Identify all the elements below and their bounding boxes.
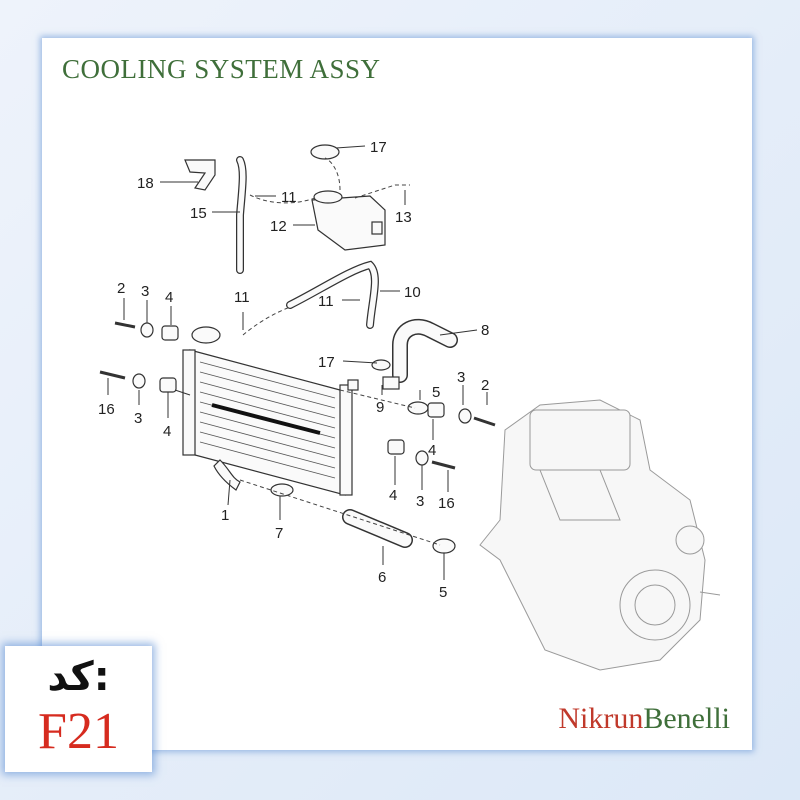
- callout-11: 11: [281, 189, 297, 206]
- callout-2: 2: [117, 280, 125, 297]
- fitting: [347, 379, 359, 391]
- hose-clamp: [407, 401, 429, 415]
- hose-clamp: [371, 359, 391, 371]
- callout-3: 3: [141, 283, 149, 300]
- callout-12: 12: [270, 218, 287, 235]
- callout-10: 10: [404, 284, 421, 301]
- callout-4: 4: [163, 423, 171, 440]
- callout-4: 4: [428, 442, 436, 459]
- page-title: COOLING SYSTEM ASSY: [62, 54, 381, 84]
- callout-18: 18: [137, 175, 154, 192]
- reservoir-tank: [310, 144, 386, 251]
- code-label: کد:: [47, 654, 110, 700]
- callout-6: 6: [378, 569, 386, 586]
- code-box: کد: F21: [5, 646, 152, 772]
- callout-14: 17: [370, 139, 387, 156]
- brand-part-2: Benelli: [643, 702, 730, 735]
- callout-16: 16: [438, 495, 455, 512]
- brand-logo: NikrunBenelli: [558, 702, 730, 736]
- callout-3: 3: [134, 410, 142, 427]
- callout-3: 3: [457, 369, 465, 386]
- callout-5: 5: [432, 384, 440, 401]
- hose-clamp: [270, 483, 294, 497]
- radiator: [182, 326, 353, 496]
- brand-part-1: Nikrun: [558, 702, 644, 735]
- fitting: [382, 376, 400, 390]
- callout-3: 3: [416, 493, 424, 510]
- hose-clamp: [432, 538, 456, 554]
- callout-4: 4: [165, 289, 173, 306]
- callout-9: 9: [376, 399, 384, 416]
- callout-5: 5: [439, 584, 447, 601]
- engine-illustration: [479, 399, 721, 671]
- callout-16: 16: [98, 401, 115, 418]
- callout-11: 11: [318, 293, 334, 310]
- leader-lines: [107, 145, 488, 580]
- callout-7: 7: [275, 525, 283, 542]
- right-fasteners: [387, 402, 496, 470]
- callout-15: 15: [190, 205, 207, 222]
- callout-labels: 18 17 11 15 12 13 10 11 11 2 3 4 8 17 16…: [98, 139, 489, 601]
- callout-11: 11: [234, 289, 250, 306]
- callout-13: 13: [395, 209, 412, 226]
- callout-1: 1: [221, 507, 229, 524]
- callout-8: 8: [481, 322, 489, 339]
- code-value: F21: [38, 703, 119, 760]
- callout-17: 17: [318, 354, 335, 371]
- callout-2: 2: [481, 377, 489, 394]
- bracket: [184, 159, 216, 191]
- callout-4: 4: [389, 487, 397, 504]
- left-fasteners: [99, 321, 179, 393]
